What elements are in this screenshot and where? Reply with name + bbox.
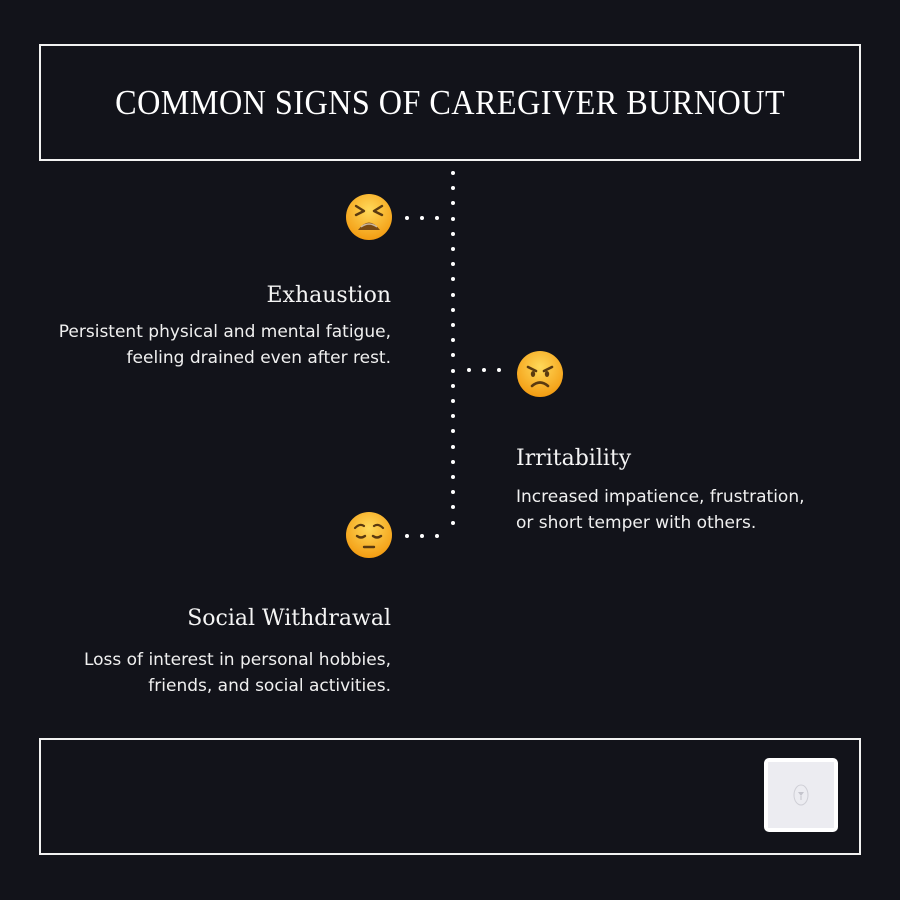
timeline-spine-dot [451, 232, 455, 236]
timeline-spine-dot [451, 521, 455, 525]
item-desc-social-withdrawal: Loss of interest in personal hobbies, fr… [83, 650, 391, 696]
timeline-spine-dot [451, 293, 455, 297]
angry-face-icon [517, 351, 563, 397]
timeline-spine-dot [451, 171, 455, 175]
item-title-social-withdrawal: Social Withdrawal [187, 606, 391, 631]
timeline-spine-dot [451, 277, 455, 281]
timeline-spine-dot [451, 323, 455, 327]
timeline-spine-dot [451, 429, 455, 433]
timeline-spine-dot [451, 505, 455, 509]
item-title-irritability: Irritability [516, 446, 632, 471]
timeline-spine-dot [451, 186, 455, 190]
connector-dot-social-withdrawal [435, 534, 439, 538]
logo-placeholder-icon [793, 784, 809, 806]
item-title-exhaustion: Exhaustion [266, 283, 391, 308]
timeline-spine-dot [451, 217, 455, 221]
pensive-face-icon [346, 512, 392, 558]
connector-dot-exhaustion [405, 216, 409, 220]
tired-face-icon [346, 194, 392, 240]
timeline-spine-dot [451, 338, 455, 342]
timeline-spine-dot [451, 445, 455, 449]
timeline-spine-dot [451, 247, 455, 251]
connector-dot-irritability [467, 368, 471, 372]
timeline-spine-dot [451, 490, 455, 494]
timeline-spine-dot [451, 308, 455, 312]
timeline-spine-dot [451, 353, 455, 357]
timeline-spine-dot [451, 384, 455, 388]
logo-inner [768, 762, 834, 828]
timeline-spine-dot [451, 475, 455, 479]
connector-dot-social-withdrawal [420, 534, 424, 538]
timeline-spine-dot [451, 201, 455, 205]
timeline-spine-dot [451, 262, 455, 266]
timeline-spine-dot [451, 414, 455, 418]
timeline-spine-dot [451, 369, 455, 373]
connector-dot-exhaustion [420, 216, 424, 220]
page-title: COMMON SIGNS OF CAREGIVER BURNOUT [115, 82, 785, 122]
timeline-spine-dot [451, 399, 455, 403]
timeline-spine-dot [451, 460, 455, 464]
connector-dot-exhaustion [435, 216, 439, 220]
connector-dot-social-withdrawal [405, 534, 409, 538]
connector-dot-irritability [482, 368, 486, 372]
item-desc-irritability: Increased impatience, frustration, or sh… [516, 487, 805, 533]
footer-banner [39, 738, 861, 855]
logo-tile [764, 758, 838, 832]
item-desc-exhaustion: Persistent physical and mental fatigue, … [58, 322, 391, 368]
title-banner: COMMON SIGNS OF CAREGIVER BURNOUT [39, 44, 861, 161]
connector-dot-irritability [497, 368, 501, 372]
